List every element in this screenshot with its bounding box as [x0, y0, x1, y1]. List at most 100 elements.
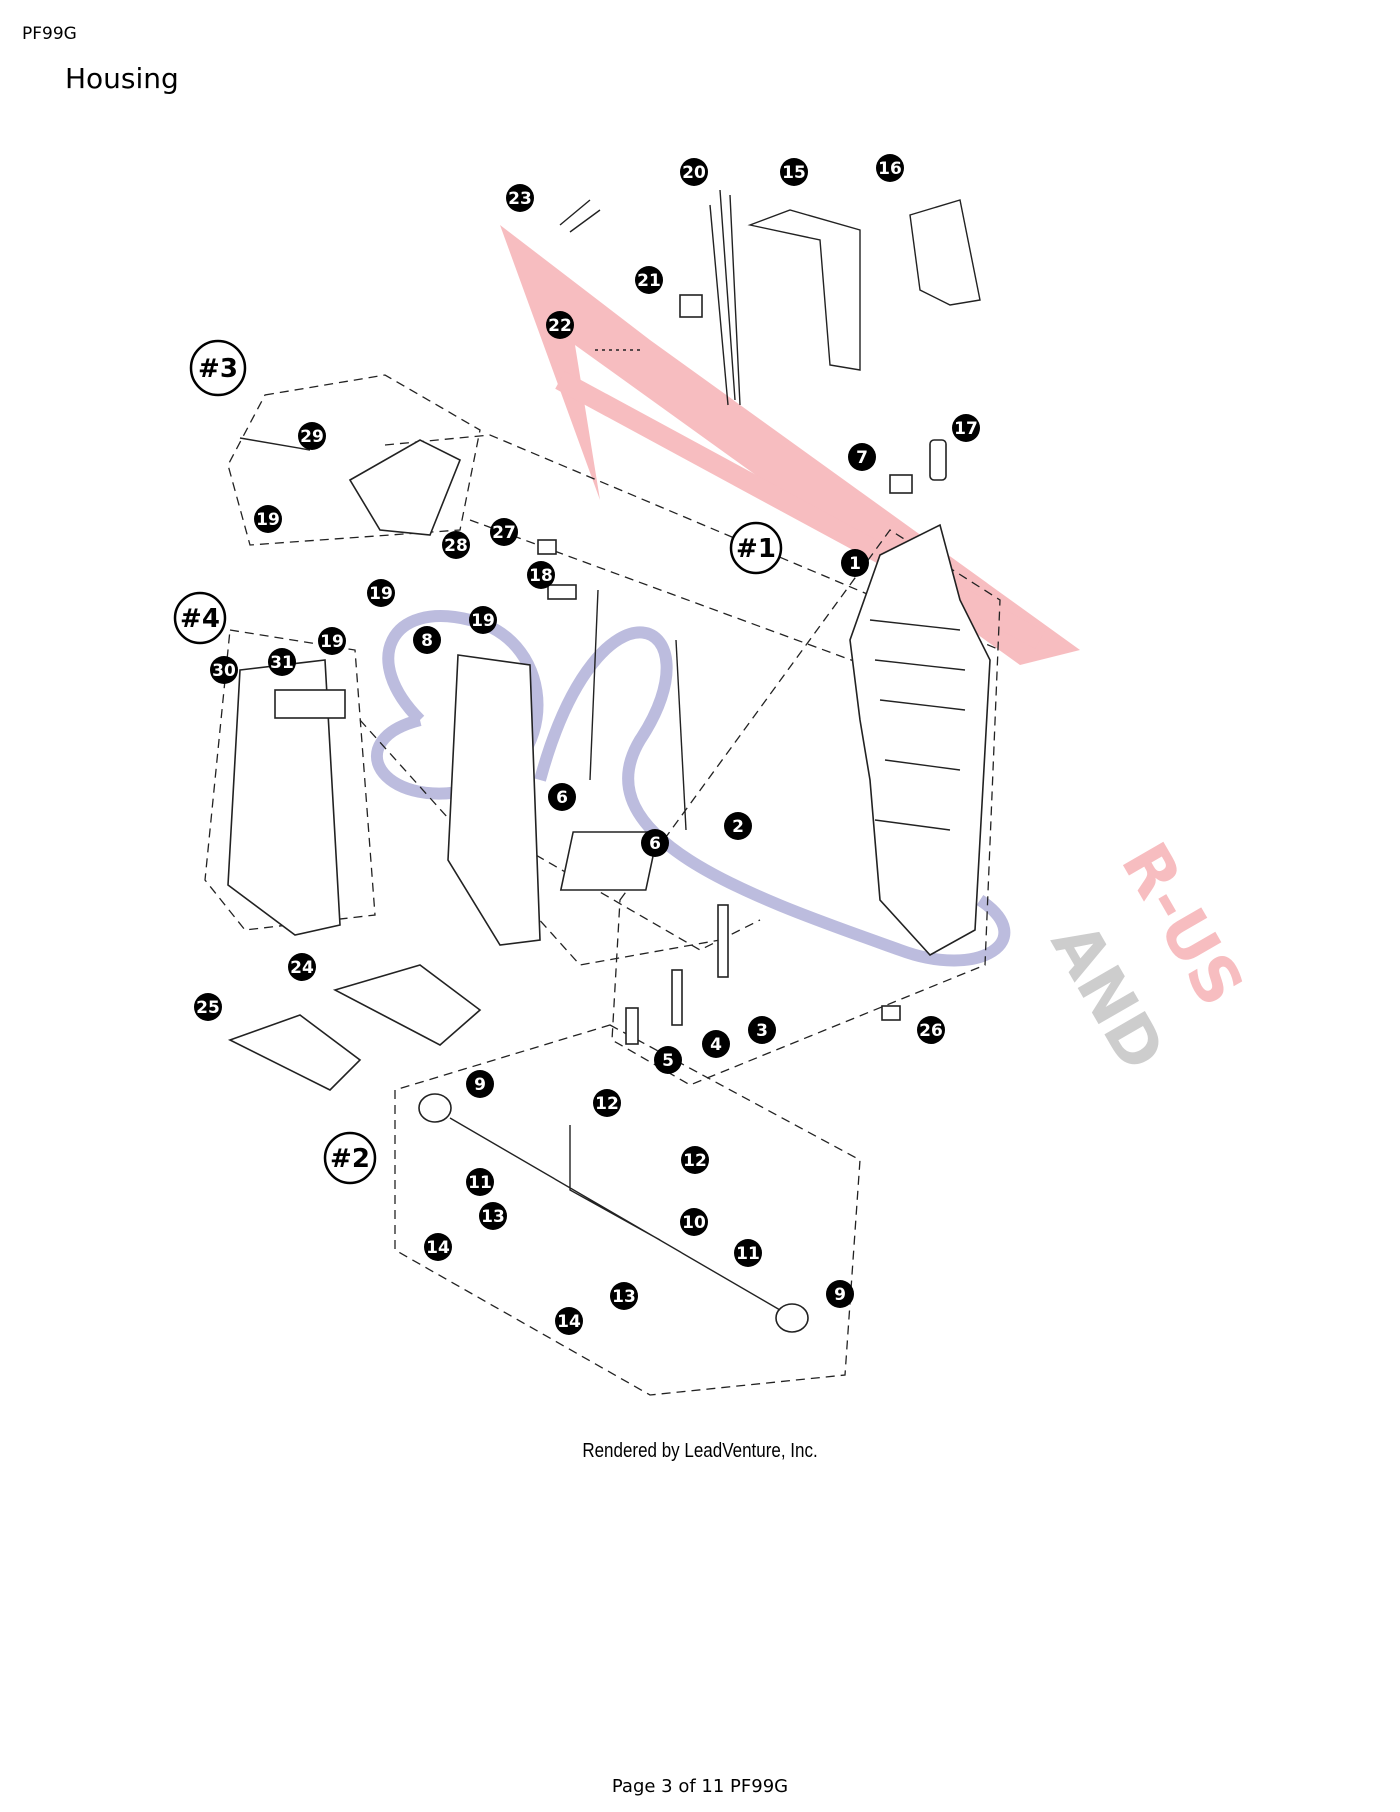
svg-text:19: 19 [369, 584, 393, 604]
callout-25: 25 [194, 993, 222, 1021]
svg-text:3: 3 [756, 1021, 768, 1041]
callout-23: 23 [506, 184, 534, 212]
svg-text:#4: #4 [180, 604, 220, 634]
group-3-marker: #3 [189, 339, 247, 397]
svg-text:6: 6 [649, 834, 661, 854]
svg-text:26: 26 [919, 1021, 943, 1041]
callout-18: 18 [527, 561, 555, 589]
callouts: 1 2 3 4 5 6 6 7 8 9 9 10 11 11 12 12 13 … [194, 154, 980, 1335]
svg-text:2: 2 [732, 817, 744, 837]
callout-8: 8 [413, 626, 441, 654]
part-6-right-strip [675, 639, 687, 831]
part-8-front-panel [447, 654, 541, 946]
group-markers: #3 #4 #1 #2 [173, 339, 783, 1185]
callout-19b: 19 [367, 579, 395, 607]
part-10-axle [449, 1117, 781, 1311]
part-3-strip [717, 904, 729, 978]
callout-30: 30 [210, 656, 238, 684]
svg-text:11: 11 [736, 1244, 760, 1264]
callout-6a: 6 [548, 783, 576, 811]
svg-text:24: 24 [290, 958, 314, 978]
svg-text:28: 28 [444, 536, 468, 556]
svg-text:20: 20 [682, 163, 706, 183]
part-7-switch [889, 474, 913, 494]
part-30-dustbin-cover [227, 659, 341, 936]
svg-text:6: 6 [556, 788, 568, 808]
svg-text:19: 19 [256, 510, 280, 530]
callout-13a: 13 [479, 1202, 507, 1230]
callout-11a: 11 [466, 1168, 494, 1196]
svg-text:19: 19 [320, 632, 344, 652]
callout-31: 31 [268, 648, 296, 676]
callout-4: 4 [702, 1030, 730, 1058]
callout-28: 28 [442, 531, 470, 559]
svg-text:17: 17 [954, 419, 978, 439]
callout-1: 1 [841, 549, 869, 577]
watermark: R-US AND [371, 225, 1257, 1083]
group-2-marker: #2 [323, 1131, 377, 1185]
part-1-housing-ribs [869, 619, 966, 831]
svg-text:31: 31 [270, 653, 294, 673]
callout-12b: 12 [681, 1146, 709, 1174]
group-4-marker: #4 [173, 591, 227, 645]
svg-text:16: 16 [878, 159, 902, 179]
svg-text:14: 14 [426, 1238, 450, 1258]
svg-text:#3: #3 [198, 354, 238, 384]
callout-19a: 19 [254, 505, 282, 533]
part-17-plug [929, 439, 947, 481]
svg-text:21: 21 [637, 271, 661, 291]
callout-3: 3 [748, 1016, 776, 1044]
callout-12a: 12 [593, 1089, 621, 1117]
callout-15: 15 [780, 158, 808, 186]
svg-text:#2: #2 [330, 1144, 370, 1174]
callout-19c: 19 [318, 627, 346, 655]
callout-22: 22 [546, 311, 574, 339]
svg-text:18: 18 [529, 566, 553, 586]
callout-11b: 11 [734, 1239, 762, 1267]
svg-text:11: 11 [468, 1173, 492, 1193]
callout-21: 21 [635, 266, 663, 294]
part-25-grille [227, 1014, 362, 1091]
part-23-ties [559, 199, 601, 233]
part-15-cord [747, 209, 861, 371]
part-31-clip [274, 689, 346, 719]
part-27-pad [537, 539, 557, 555]
group-1-boundary [611, 529, 1001, 1086]
callout-24: 24 [288, 953, 316, 981]
svg-text:14: 14 [557, 1312, 581, 1332]
svg-text:29: 29 [300, 427, 324, 447]
svg-text:25: 25 [196, 998, 220, 1018]
callout-16: 16 [876, 154, 904, 182]
part-1-housing-body [849, 523, 991, 957]
svg-text:23: 23 [508, 189, 532, 209]
part-2-filter-grid [559, 831, 660, 891]
callout-14b: 14 [555, 1307, 583, 1335]
part-6-left-strip [589, 589, 599, 781]
part-16-cord [909, 199, 981, 306]
svg-text:#1: #1 [736, 534, 776, 564]
part-21-connector [679, 294, 703, 318]
part-28-handle-cover [348, 439, 462, 536]
svg-text:30: 30 [212, 661, 236, 681]
callout-10: 10 [680, 1208, 708, 1236]
callout-9a: 9 [466, 1070, 494, 1098]
svg-text:5: 5 [662, 1051, 674, 1071]
callout-6b: 6 [641, 829, 669, 857]
svg-text:1: 1 [849, 554, 861, 574]
part-5-strip [625, 1007, 639, 1045]
callout-14a: 14 [424, 1233, 452, 1261]
callout-13b: 13 [610, 1282, 638, 1310]
part-29-rod [239, 437, 311, 451]
svg-text:8: 8 [421, 631, 433, 651]
svg-text:9: 9 [834, 1285, 846, 1305]
part-9-wheel-left [418, 1093, 452, 1123]
part-4-strip [671, 969, 683, 1026]
part-24-filter-pad [332, 964, 482, 1046]
part-18-bracket [547, 584, 577, 600]
svg-text:12: 12 [595, 1094, 619, 1114]
group-1-marker: #1 [729, 521, 783, 575]
callout-29: 29 [298, 422, 326, 450]
svg-text:9: 9 [474, 1075, 486, 1095]
render-credit: Rendered by LeadVenture, Inc. [582, 1440, 818, 1462]
